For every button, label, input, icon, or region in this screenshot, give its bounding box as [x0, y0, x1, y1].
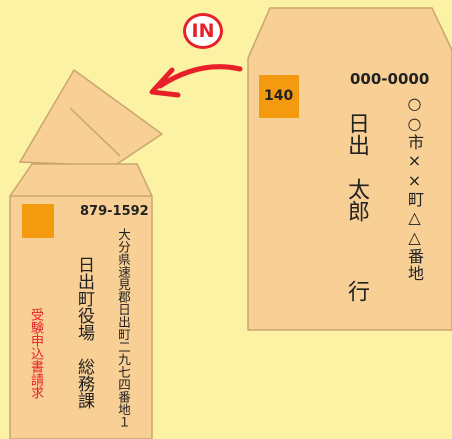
folded-envelope-top [18, 68, 164, 167]
return-stamp-value: 140 [264, 88, 294, 104]
return-envelope [247, 7, 452, 331]
outgoing-postal-code: 879-1592 [80, 204, 149, 219]
outgoing-envelope [9, 163, 153, 439]
outgoing-stamp [22, 204, 54, 238]
outgoing-address: 大分県速見郡日出町二九七四番地１ [116, 228, 131, 428]
return-name: 日出 太郎 [344, 112, 369, 222]
outgoing-office: 日出町役場 [74, 256, 94, 341]
return-suffix: 行 [344, 280, 369, 302]
outgoing-enclosure-note: 受験申込書請求 [28, 308, 43, 399]
folded-envelope [18, 68, 164, 167]
return-postal-code: 000-0000 [350, 70, 430, 88]
arrow-icon [149, 64, 243, 98]
return-stamp [259, 75, 299, 118]
in-badge: IN [183, 13, 223, 49]
return-address: ○○市××町△△番地 [405, 94, 424, 282]
in-badge-label: IN [191, 20, 215, 42]
outgoing-department: 総務課 [74, 358, 94, 409]
